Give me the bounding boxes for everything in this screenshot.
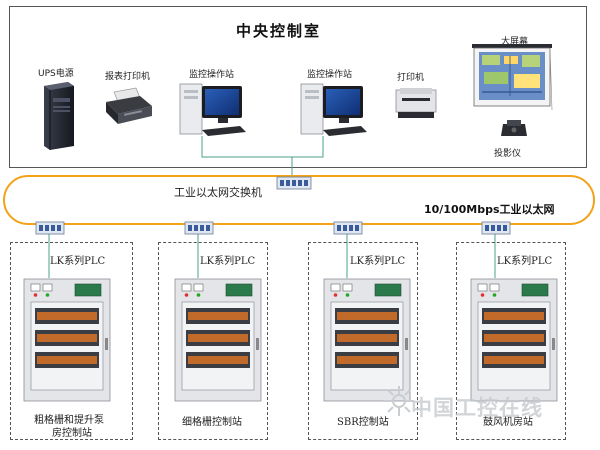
watermark-logo-icon (384, 386, 414, 416)
ring-switch-2-icon (184, 221, 214, 235)
station-2-plc-label: LK系列PLC (200, 256, 256, 267)
monitor-station-2-label: 监控操作站 (307, 70, 353, 80)
ups-label: UPS电源 (38, 69, 74, 79)
ethernet-ring (3, 175, 595, 225)
ethernet-label: 10/100Mbps工业以太网 (424, 203, 555, 216)
station-1-name-line2: 房控制站 (52, 428, 92, 439)
station-4-name-line1: 鼓风机房站 (483, 417, 533, 428)
plc-cabinet-2-icon (174, 278, 262, 402)
control-room-title: 中央控制室 (236, 22, 322, 40)
station-4-box (456, 242, 566, 440)
watermark-text: 中国工控在线 (411, 395, 543, 420)
monitor-station-1-label: 监控操作站 (189, 70, 235, 80)
station-3-box (308, 242, 418, 440)
ups-icon (44, 82, 74, 150)
report-printer-label: 报表打印机 (105, 72, 151, 82)
plc-cabinet-3-icon (323, 278, 411, 402)
plc-cabinet-4-icon (470, 278, 558, 402)
projector-icon (501, 120, 527, 136)
workstation-1-icon (179, 83, 246, 136)
workstation-2-icon (300, 83, 367, 136)
big-screen-icon (472, 44, 553, 111)
station-3-name-line1: SBR控制站 (337, 417, 389, 428)
ring-switch-1-icon (35, 221, 65, 235)
station-1-box (10, 242, 133, 440)
big-screen-label: 大屏幕 (501, 37, 529, 47)
station-4-plc-label: LK系列PLC (497, 256, 553, 267)
station-1-plc-label: LK系列PLC (50, 256, 106, 267)
control-room-box (9, 6, 587, 168)
printer-label: 打印机 (397, 73, 425, 83)
ring-switch-4-icon (481, 221, 511, 235)
station-1-name-line1: 粗格栅和提升泵 (34, 415, 104, 426)
plc-cabinet-1-icon (23, 278, 111, 402)
central-switch-icon (276, 176, 312, 190)
station-2-name-line1: 细格栅控制站 (182, 417, 242, 428)
printer-icon (395, 88, 437, 118)
switch-label: 工业以太网交换机 (174, 186, 262, 199)
station-2-box (158, 242, 268, 440)
report-printer-icon (106, 87, 152, 124)
ring-switch-3-icon (333, 221, 363, 235)
projector-label: 投影仪 (494, 149, 522, 159)
workstation-1-link (201, 136, 293, 180)
station-3-plc-label: LK系列PLC (350, 256, 406, 267)
workstation-2-link (292, 136, 324, 158)
